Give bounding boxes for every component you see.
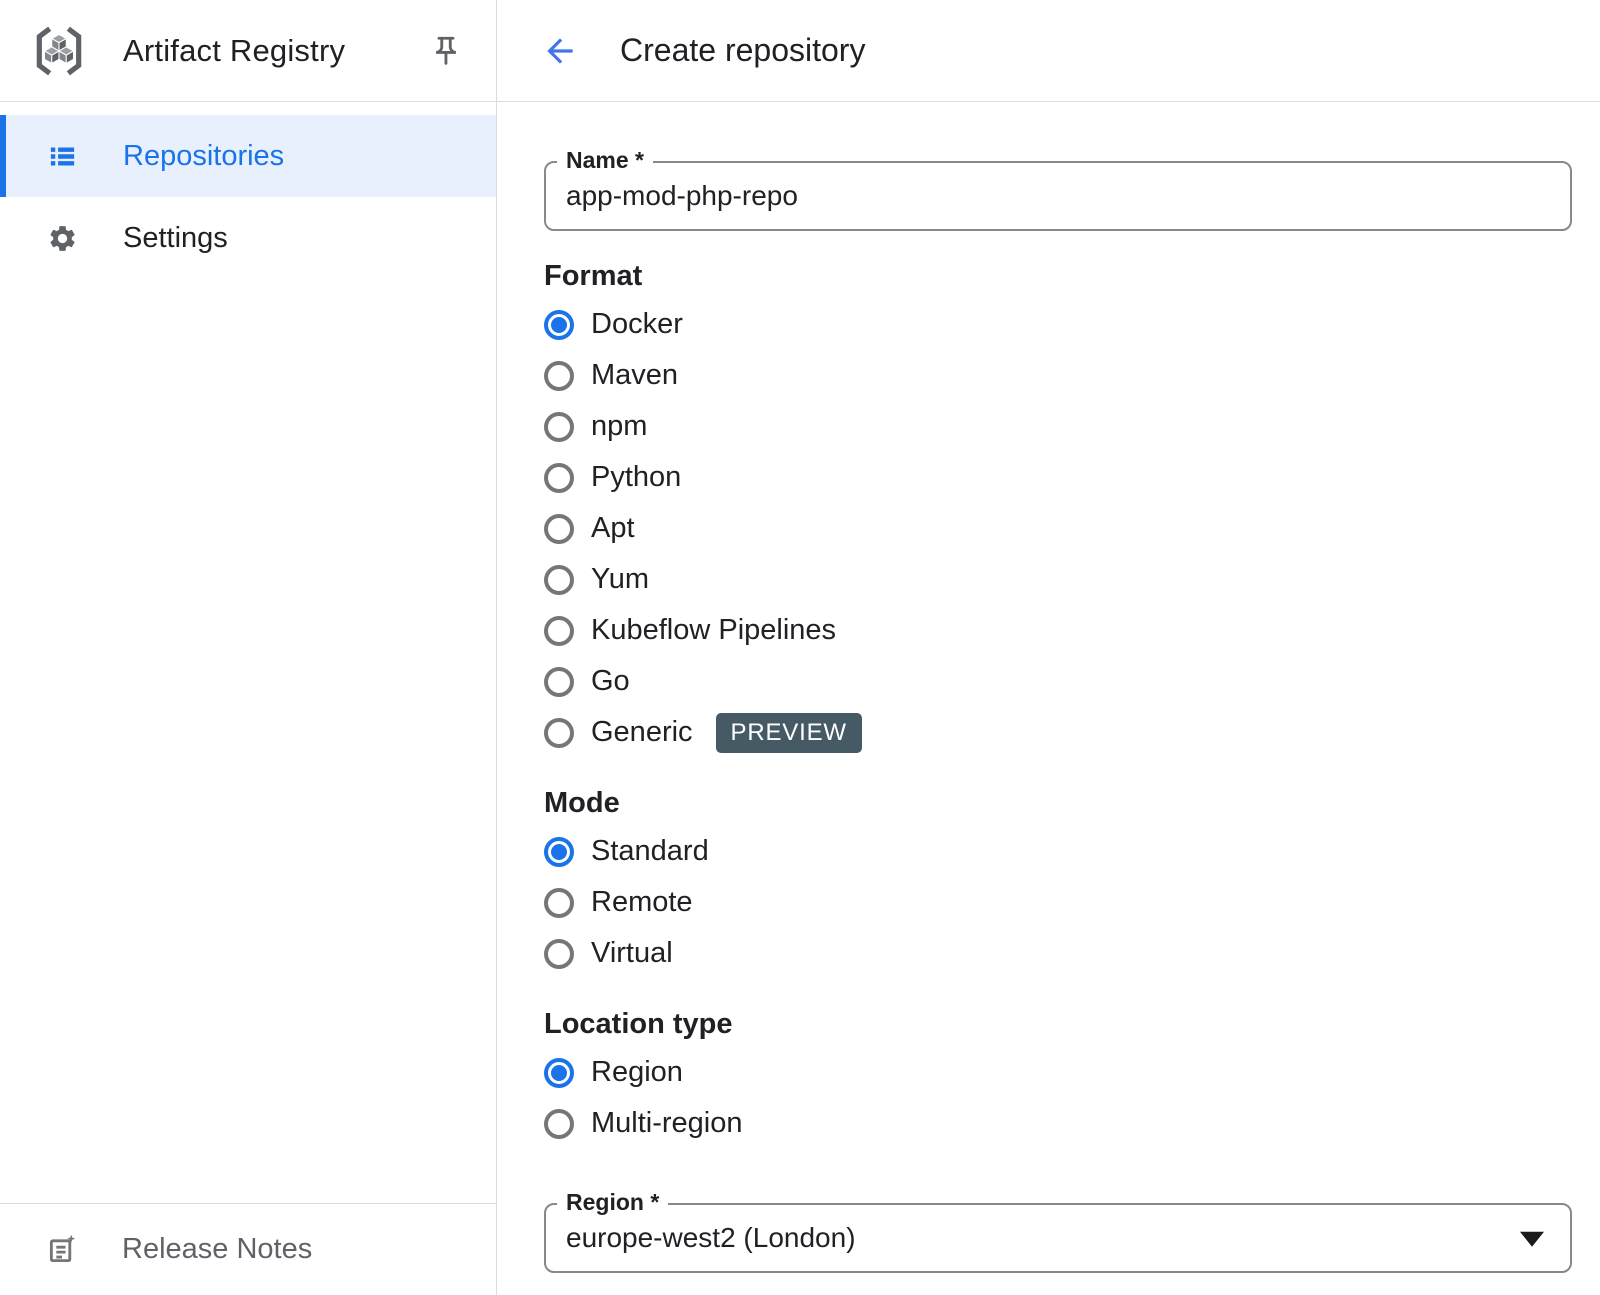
page-header: Create repository xyxy=(497,0,1600,102)
radio-icon[interactable] xyxy=(544,564,574,595)
mode-radio-group: Standard Remote Virtual xyxy=(544,826,1600,979)
location-type-radio-group: Region Multi-region xyxy=(544,1047,1600,1149)
radio-checked-icon[interactable] xyxy=(544,836,574,867)
location-option-region[interactable]: Region xyxy=(544,1047,1600,1098)
pin-icon[interactable] xyxy=(424,29,468,73)
region-select-value: europe-west2 (London) xyxy=(566,1222,856,1253)
radio-icon[interactable] xyxy=(544,887,574,918)
sidebar-item-settings[interactable]: Settings xyxy=(0,197,496,279)
radio-icon[interactable] xyxy=(544,1108,574,1139)
mode-heading: Mode xyxy=(544,787,620,819)
release-notes-label: Release Notes xyxy=(122,1233,313,1265)
format-option-kubeflow-pipelines[interactable]: Kubeflow Pipelines xyxy=(544,605,1600,656)
radio-icon[interactable] xyxy=(544,938,574,969)
sidebar-item-label: Settings xyxy=(123,221,228,254)
radio-icon[interactable] xyxy=(544,717,574,748)
preview-badge: PREVIEW xyxy=(715,712,862,753)
name-field: Name * xyxy=(544,146,1572,231)
sidebar-nav: Repositories Settings xyxy=(0,102,496,279)
mode-option-virtual[interactable]: Virtual xyxy=(544,928,1600,979)
format-option-maven[interactable]: Maven xyxy=(544,350,1600,401)
release-notes-link[interactable]: Release Notes xyxy=(0,1203,496,1295)
name-field-label: Name * xyxy=(557,146,653,174)
radio-icon[interactable] xyxy=(544,360,574,391)
artifact-registry-logo-icon xyxy=(36,26,82,75)
release-notes-icon xyxy=(49,1234,76,1262)
gear-icon xyxy=(50,225,75,251)
radio-checked-icon[interactable] xyxy=(544,309,574,340)
page-title: Create repository xyxy=(620,32,866,68)
radio-icon[interactable] xyxy=(544,411,574,442)
format-radio-group: Docker Maven npm Python Apt Yum xyxy=(544,299,1600,758)
format-option-npm[interactable]: npm xyxy=(544,401,1600,452)
mode-option-standard[interactable]: Standard xyxy=(544,826,1600,877)
sidebar-item-label: Repositories xyxy=(123,139,285,172)
list-icon xyxy=(50,146,75,166)
format-heading: Format xyxy=(544,260,643,292)
format-option-yum[interactable]: Yum xyxy=(544,554,1600,605)
sidebar-item-repositories[interactable]: Repositories xyxy=(0,115,496,197)
radio-checked-icon[interactable] xyxy=(544,1057,574,1088)
format-option-go[interactable]: Go xyxy=(544,656,1600,707)
format-option-python[interactable]: Python xyxy=(544,452,1600,503)
format-option-docker[interactable]: Docker xyxy=(544,299,1600,350)
region-select-label: Region * xyxy=(557,1188,669,1216)
create-repository-form: Name * Format Docker Maven npm Python xyxy=(497,102,1600,1273)
location-option-multi-region[interactable]: Multi-region xyxy=(544,1098,1600,1149)
radio-icon[interactable] xyxy=(544,666,574,697)
caret-down-icon xyxy=(1520,1231,1544,1247)
sidebar-header: Artifact Registry xyxy=(0,0,496,102)
radio-icon[interactable] xyxy=(544,513,574,544)
radio-icon[interactable] xyxy=(544,462,574,493)
location-type-heading: Location type xyxy=(544,1008,733,1040)
mode-option-remote[interactable]: Remote xyxy=(544,877,1600,928)
name-input[interactable] xyxy=(566,180,1550,212)
app-title: Artifact Registry xyxy=(123,32,346,68)
format-option-apt[interactable]: Apt xyxy=(544,503,1600,554)
region-select[interactable]: Region * europe-west2 (London) xyxy=(544,1188,1572,1273)
arrow-back-icon xyxy=(547,37,573,64)
main-panel: Create repository Name * Format Docker M… xyxy=(497,0,1600,1295)
radio-icon[interactable] xyxy=(544,615,574,646)
format-option-generic[interactable]: Generic PREVIEW xyxy=(544,707,1600,758)
back-button[interactable] xyxy=(540,31,580,71)
sidebar: Artifact Registry Repositories Settings xyxy=(0,0,497,1295)
